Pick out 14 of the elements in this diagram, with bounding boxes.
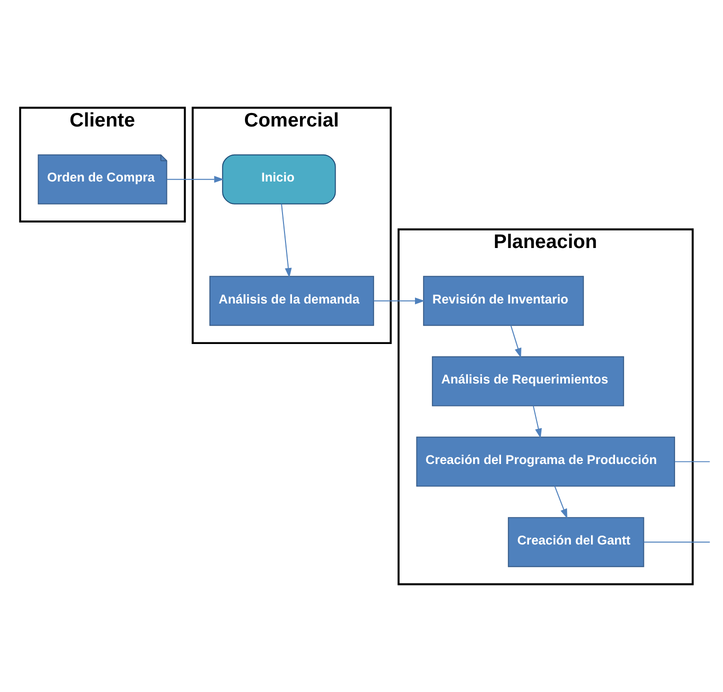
node-box: Revisión de Inventario	[423, 276, 584, 326]
arrow	[532, 405, 542, 438]
connector	[674, 461, 710, 462]
node-box: Análisis de la demanda	[209, 276, 374, 326]
connector	[643, 542, 710, 543]
arrow	[281, 203, 292, 278]
arrow	[166, 176, 224, 183]
node-box: Inicio	[222, 154, 336, 204]
node-box: Creación del Gantt	[508, 517, 644, 568]
node-box: Análisis de Requerimientos	[432, 356, 624, 406]
arrow	[554, 486, 568, 519]
arrow	[373, 297, 425, 304]
arrow	[510, 324, 522, 358]
node-box: Creación del Programa de Producción	[416, 436, 676, 487]
